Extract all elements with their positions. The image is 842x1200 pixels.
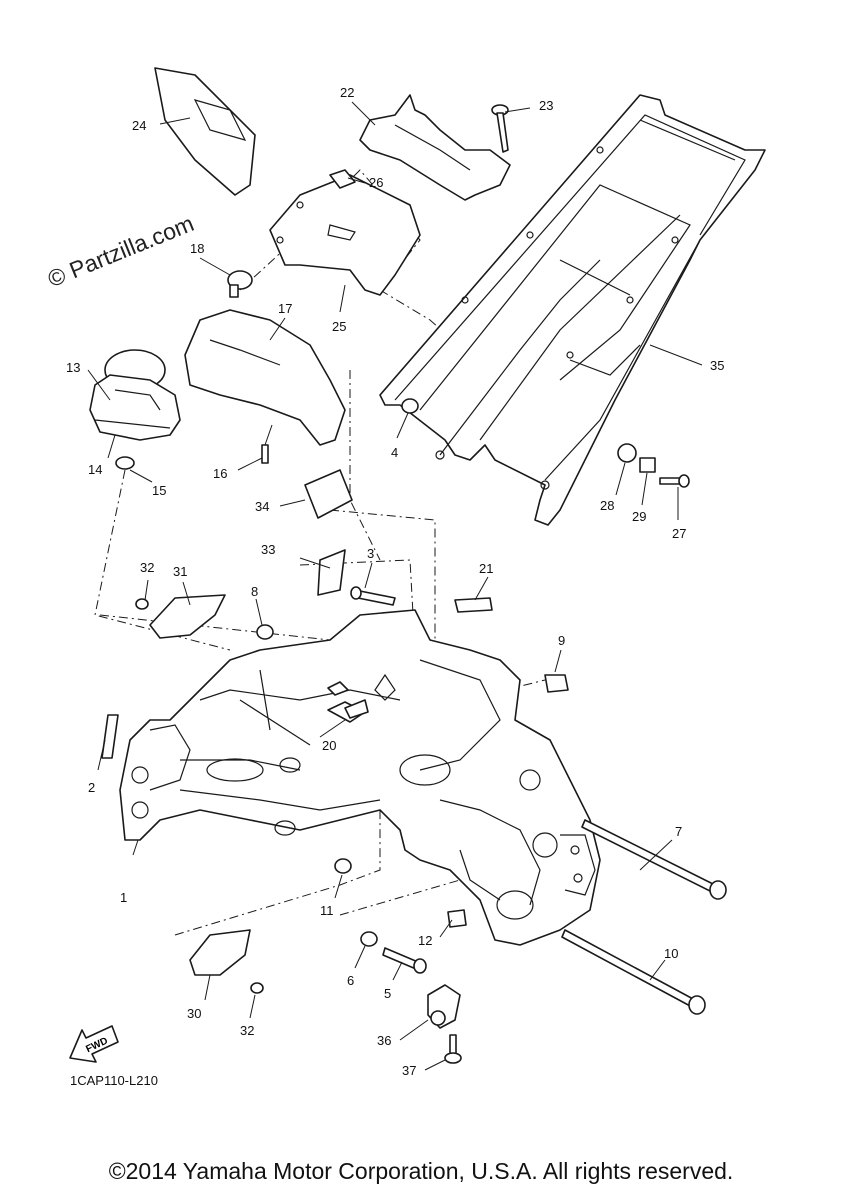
inner-fender [184,309,346,446]
through-bolt-10 [561,929,706,1015]
airbox-assembly [89,349,181,470]
callout-20: 20 [322,738,336,753]
callout-18: 18 [190,241,204,256]
battery-tray [269,174,421,296]
callout-3: 3 [367,546,374,561]
collar-29 [639,457,656,473]
callout-2: 2 [88,780,95,795]
callout-9: 9 [558,633,565,648]
callout-37: 37 [402,1063,416,1078]
callout-17: 17 [278,301,292,316]
pad-26 [329,169,356,189]
callout-22: 22 [340,85,354,100]
collar-9 [544,674,569,693]
rear-subframe [379,94,766,526]
callout-7: 7 [675,824,682,839]
callout-4: 4 [391,445,398,460]
callout-leaders [87,101,703,1071]
callout-35: 35 [710,358,724,373]
label-34 [304,469,353,519]
callout-36: 36 [377,1033,391,1048]
callout-32-lower: 32 [240,1023,254,1038]
callout-8: 8 [251,584,258,599]
band-clamp [227,270,253,298]
callout-27: 27 [672,526,686,541]
callout-30: 30 [187,1006,201,1021]
bolt-23 [491,104,509,153]
bolt-5 [382,947,427,974]
fwd-arrow-icon: FWD [69,1025,119,1063]
callout-31: 31 [173,564,187,579]
label-2 [101,714,119,759]
collar-8 [256,624,274,640]
bracket-36 [427,984,461,1029]
callout-29: 29 [632,509,646,524]
label-33 [317,549,346,596]
cover-plate-30 [189,929,264,994]
seat-lock-bracket [359,94,511,201]
callout-15: 15 [152,483,166,498]
callout-34: 34 [255,499,269,514]
callout-21: 21 [479,561,493,576]
collar-12 [447,909,467,928]
callout-16: 16 [213,466,227,481]
callout-32: 32 [140,560,154,575]
stay-21 [454,597,493,613]
cover-plate-31 [135,594,226,639]
callout-33: 33 [261,542,275,557]
stay-20 [344,699,369,719]
fastener-16 [261,424,273,464]
callout-24: 24 [132,118,146,133]
damper-28 [617,443,637,463]
callout-13: 13 [66,360,80,375]
nut-11 [334,858,352,874]
diagram-code: 1CAP110-L210 [70,1073,158,1088]
bolt-37 [444,1034,462,1064]
bolt-3 [350,586,396,606]
washer-6 [360,931,378,947]
callout-23: 23 [539,98,553,113]
callout-6: 6 [347,973,354,988]
callout-numbers: 1 2 3 4 5 6 7 8 9 10 11 12 13 14 15 16 1… [66,85,724,1078]
main-frame [119,609,601,946]
callout-12: 12 [418,933,432,948]
callout-28: 28 [600,498,614,513]
callout-10: 10 [664,946,678,961]
callout-26: 26 [369,175,383,190]
through-bolt-7 [581,819,727,900]
callout-14: 14 [88,462,102,477]
callout-11: 11 [320,903,334,918]
cover-plate-24 [154,67,256,196]
callout-1: 1 [120,890,127,905]
copyright-notice: ©2014 Yamaha Motor Corporation, U.S.A. A… [108,1158,734,1184]
nut-4 [401,398,419,414]
callout-5: 5 [384,986,391,1001]
bolt-27 [659,474,690,488]
callout-25: 25 [332,319,346,334]
